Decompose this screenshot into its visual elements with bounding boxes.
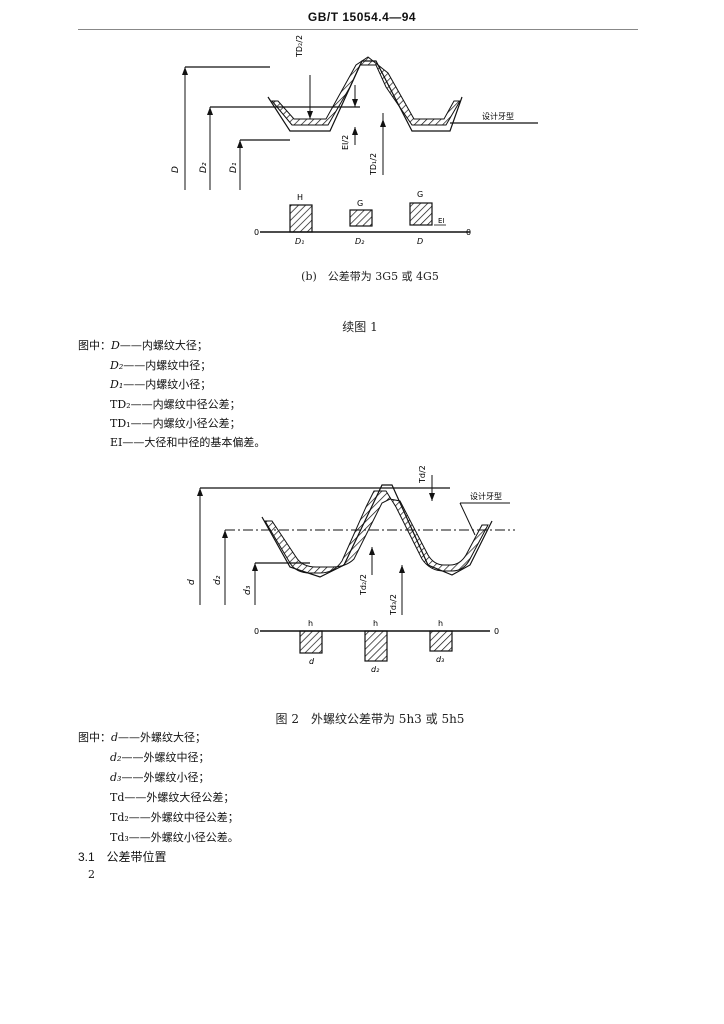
legend2-symbol: Td (110, 791, 125, 804)
legend2-symbol: d₂ (110, 751, 122, 764)
td2-half-label: TD₂/2 (295, 35, 304, 58)
zero-label-right: 0 (466, 228, 471, 237)
internal-thread-tolerance-band (270, 56, 461, 126)
header-rule (78, 29, 638, 30)
zone-h2-label: h (373, 619, 378, 628)
section-heading: 3.1 公差带位置 (78, 848, 167, 865)
page-number: 2 (88, 868, 95, 881)
zone-h3-label: h (438, 619, 443, 628)
legend1-text: ——内螺纹小径公差； (130, 417, 241, 430)
design-profile-label: 设计牙型 (470, 491, 502, 501)
zone-G1-box (349, 209, 373, 227)
zone-h1-box (299, 630, 323, 654)
zero-label-right: 0 (494, 627, 499, 636)
section-title: 公差带位置 (106, 850, 167, 864)
figure-1-caption: 续图 1 (342, 320, 378, 334)
legend1-text: ——内螺纹中径公差； (130, 398, 241, 411)
zone-G2-box (409, 202, 433, 226)
legend1-row-4: TD₁——内螺纹小径公差； (110, 414, 241, 433)
D-label: D (171, 166, 181, 173)
d2-label: d₂ (213, 575, 223, 585)
legend1-symbol: D₁ (110, 378, 124, 391)
zone-h3-box (429, 630, 453, 652)
zone-base-D: D (417, 237, 423, 246)
zone-base-D1: D₁ (295, 237, 304, 246)
zone-H-label: H (297, 193, 303, 202)
d-label: d (187, 579, 197, 585)
td2-half-label: Td₂/2 (359, 574, 368, 596)
page-header: GB/T 15054.4—94 (307, 10, 417, 24)
D2-label: D₂ (199, 162, 209, 173)
legend2-symbol: d₃ (110, 771, 122, 784)
legend2-text: ——外螺纹中径公差； (128, 811, 239, 824)
legend2-row-0: 图中：d——外螺纹大径； (78, 728, 206, 747)
legend2-text: ——外螺纹大径； (118, 731, 207, 744)
zone-G1-label: G (357, 199, 363, 208)
legend2-row-2: d₃——外螺纹小径； (110, 768, 209, 787)
design-profile-label: 设计牙型 (482, 111, 514, 121)
thread-profile-outer (267, 60, 463, 132)
zone-base-D2: D₂ (355, 237, 365, 246)
legend2-row-1: d₂——外螺纹中径； (110, 748, 209, 767)
legend1-row-2: D₁——内螺纹小径； (110, 375, 211, 394)
legend1-prefix: 图中： (78, 339, 111, 352)
ei-zone-label: EI (438, 217, 445, 225)
legend1-symbol: TD₂ (110, 398, 131, 411)
legend1-row-5: EI——大径和中径的基本偏差。 (110, 433, 265, 452)
legend1-row-3: TD₂——内螺纹中径公差； (110, 395, 241, 414)
legend1-symbol: TD₁ (110, 417, 131, 430)
zero-label-left: 0 (254, 228, 259, 237)
legend1-row-0: 图中：D——内螺纹大径； (78, 336, 208, 355)
td-half-label: Td/2 (418, 465, 427, 484)
legend2-row-3: Td——外螺纹大径公差； (110, 788, 234, 807)
legend2-symbol: Td₃ (110, 831, 129, 844)
legend2-text: ——外螺纹大径公差； (124, 791, 235, 804)
legend2-text: ——外螺纹小径； (121, 771, 210, 784)
legend2-prefix: 图中： (78, 731, 111, 744)
legend2-symbol: Td₂ (110, 811, 129, 824)
figure-1b-subcaption: (b) 公差带为 3G5 或 4G5 (301, 270, 439, 283)
zone-H-box (289, 204, 313, 233)
thread-profile-outer (261, 484, 493, 578)
zone-base-d3: d₃ (436, 655, 444, 664)
td1-half-label: TD₁/2 (369, 153, 378, 176)
zone-base-d: d (309, 657, 315, 666)
external-thread-tolerance-band (264, 490, 489, 574)
legend1-row-1: D₂——内螺纹中径； (110, 356, 211, 375)
zone-h2-box (364, 630, 388, 662)
zone-base-d2: d₂ (371, 665, 380, 674)
figure-2-caption: 图 2 外螺纹公差带为 5h3 或 5h5 (275, 712, 465, 726)
legend1-text: ——大径和中径的基本偏差。 (122, 436, 266, 449)
legend1-text: ——内螺纹小径； (123, 378, 212, 391)
d3-label: d₃ (243, 585, 253, 595)
legend1-symbol: D (111, 339, 120, 352)
section-number: 3.1 (78, 850, 95, 864)
legend2-symbol: d (111, 731, 119, 744)
legend2-text: ——外螺纹小径公差。 (128, 831, 239, 844)
zero-label-left: 0 (254, 627, 259, 636)
D1-label: D₁ (229, 162, 239, 173)
legend2-text: ——外螺纹中径； (121, 751, 210, 764)
legend1-symbol: D₂ (110, 359, 124, 372)
legend2-row-5: Td₃——外螺纹小径公差。 (110, 828, 239, 847)
legend2-row-4: Td₂——外螺纹中径公差； (110, 808, 239, 827)
legend1-text: ——内螺纹中径； (123, 359, 212, 372)
legend1-symbol: EI (110, 436, 123, 449)
ei-half-label: EI/2 (341, 135, 350, 150)
td3-half-label: Td₃/2 (389, 594, 398, 616)
figure-1b-diagram: TD₂/2 EI/2 TD₁/2 设计牙型 D D₂ D₁ 0 0 H G G … (171, 35, 538, 246)
figure-2-diagram: Td/2 设计牙型 d d₂ d₃ Td₂/2 Td₃/2 0 0 h h h … (187, 465, 515, 674)
legend1-text: ——内螺纹大径； (119, 339, 208, 352)
zone-h1-label: h (308, 619, 313, 628)
zone-G2-label: G (417, 190, 423, 199)
